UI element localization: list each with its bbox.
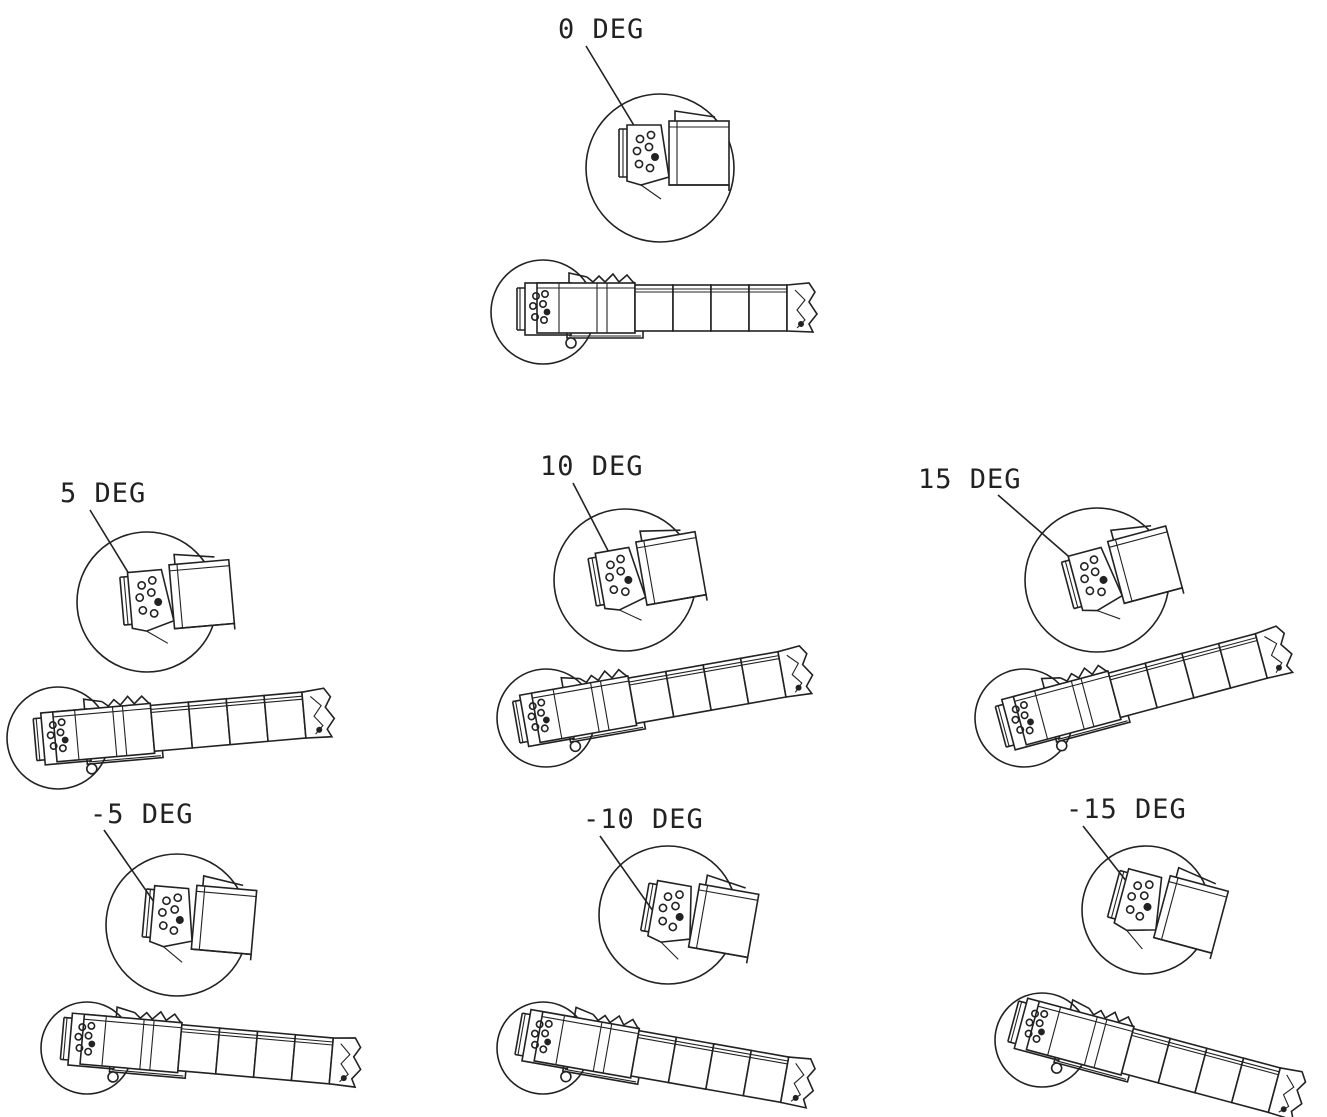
- view-15-mechanism: [990, 613, 1302, 766]
- view-neg15-mechanism: [1002, 985, 1314, 1117]
- view-15-label: 15 DEG: [918, 464, 1022, 495]
- view-neg15-group: -15 DEG: [994, 794, 1314, 1117]
- view-10-detail-drawing: [584, 521, 710, 629]
- view-neg10-mechanism: [511, 997, 822, 1117]
- view-neg5-mechanism: [58, 1001, 365, 1105]
- view-0-label: 0 DEG: [558, 14, 644, 45]
- view-15-detail-drawing: [1056, 515, 1187, 631]
- view-5-detail-drawing: [117, 548, 237, 648]
- view-5-label: 5 DEG: [60, 478, 146, 509]
- view-neg10-detail-drawing: [636, 864, 762, 972]
- view-0-detail-circle: [585, 93, 735, 243]
- view-10-mechanism: [509, 633, 820, 762]
- view-neg15-label: -15 DEG: [1066, 794, 1187, 825]
- view-5-group: 5 DEG: [6, 478, 339, 790]
- view-15-group: 15 DEG: [918, 464, 1302, 768]
- view-0-detail-drawing: [618, 110, 730, 200]
- view-0-mechanism: [516, 272, 818, 349]
- view-10-label: 10 DEG: [540, 451, 644, 482]
- view-neg10-label: -10 DEG: [583, 804, 704, 835]
- view-neg15-detail-drawing: [1101, 852, 1232, 968]
- view-0-group: 0 DEG: [490, 14, 818, 365]
- view-neg5-group: -5 DEG: [40, 799, 365, 1105]
- view-neg5-detail-drawing: [139, 870, 259, 970]
- view-neg5-label: -5 DEG: [90, 799, 194, 830]
- view-5-mechanism: [31, 676, 339, 780]
- view-10-group: 10 DEG: [496, 451, 820, 768]
- view-neg10-group: -10 DEG: [496, 804, 822, 1117]
